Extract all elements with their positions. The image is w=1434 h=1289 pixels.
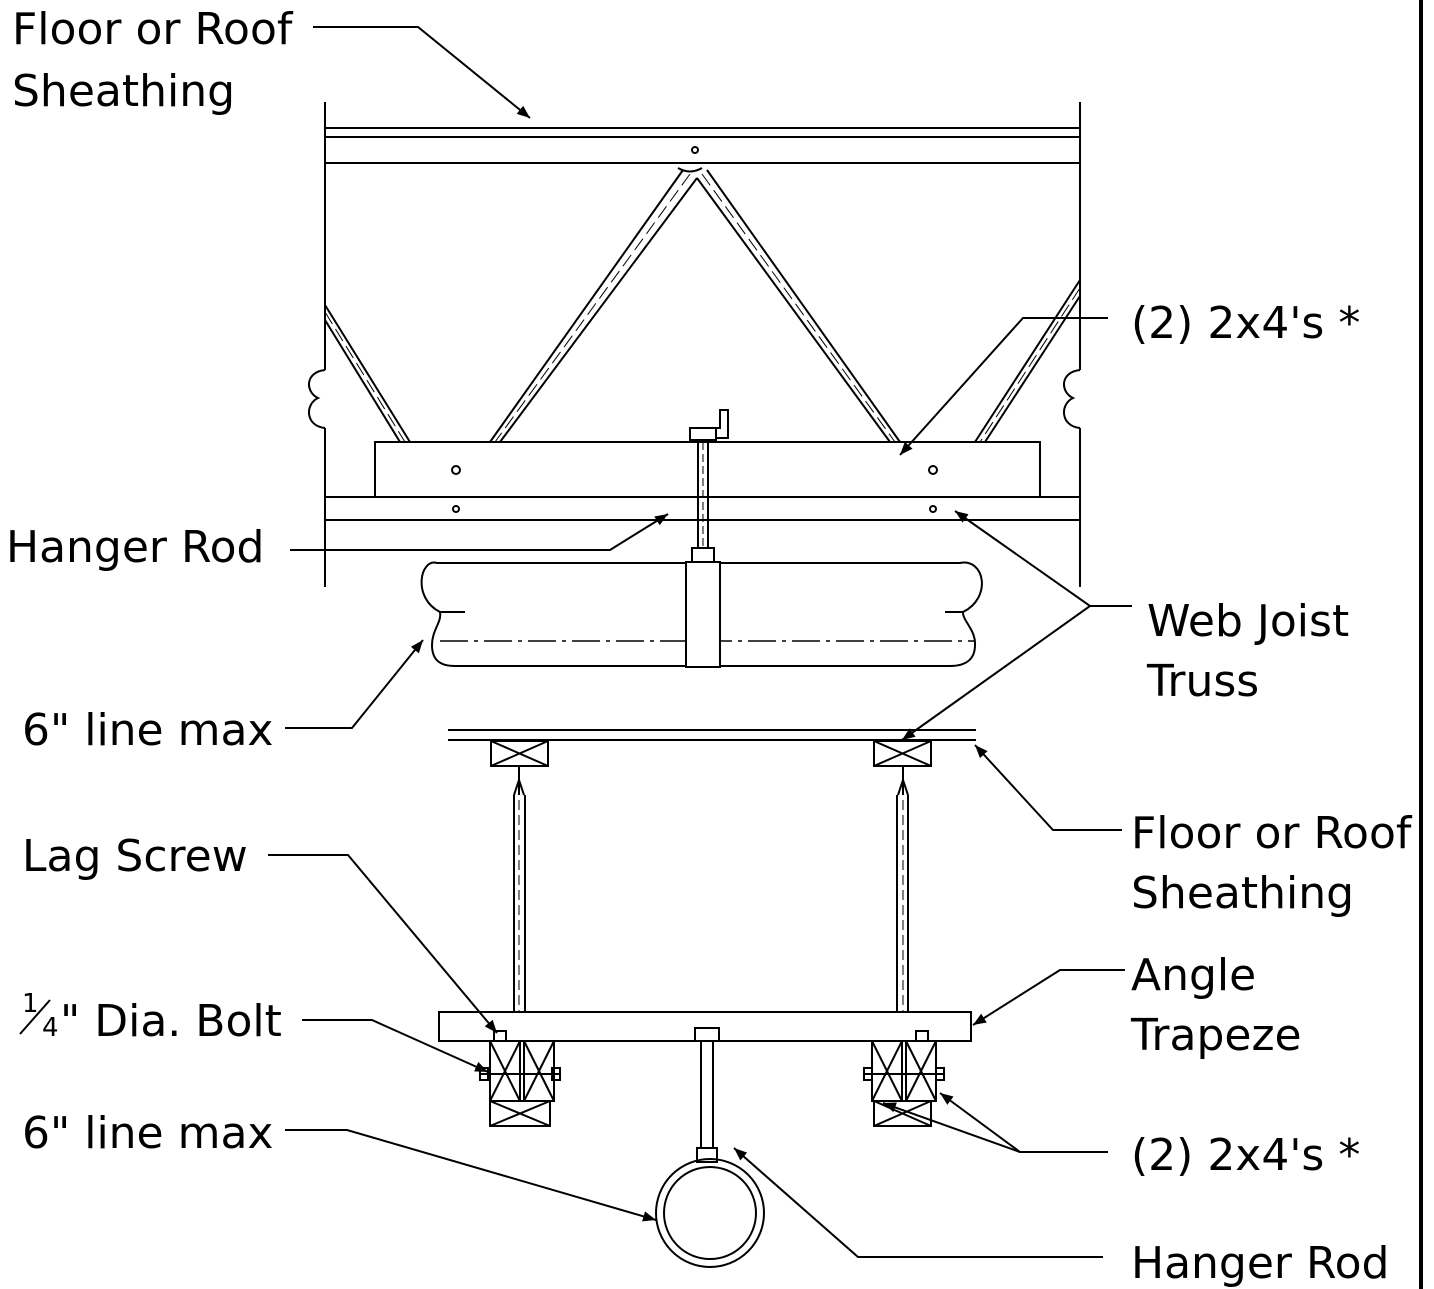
leader-bottom-2x4-a <box>939 1092 1108 1153</box>
label-top-line-max: 6" line max <box>22 705 273 756</box>
label-bolt-fraction-slash <box>19 999 51 1035</box>
leader-top-line-max <box>285 639 424 729</box>
label-bottom-sheathing-line1: Floor or Roof <box>1131 808 1413 859</box>
trapeze-section-view <box>438 729 976 1268</box>
label-bottom-line-max: 6" line max <box>22 1108 273 1159</box>
leader-bottom-2x4-b <box>882 1102 1021 1153</box>
label-top-2x4: (2) 2x4's * <box>1131 298 1360 349</box>
label-bottom-sheathing-line2: Sheathing <box>1131 868 1354 919</box>
label-bolt: " Dia. Bolt <box>60 996 282 1047</box>
leader-bottom-line-max <box>285 1129 657 1222</box>
labels: Floor or Roof Sheathing (2) 2x4's * Hang… <box>6 4 1413 1289</box>
leader-lag-screw <box>268 854 498 1034</box>
truss-top-view <box>308 102 1081 668</box>
label-bottom-hanger-rod: Hanger Rod <box>1131 1238 1389 1289</box>
label-web-joist-line2: Truss <box>1146 656 1259 707</box>
label-angle-trapeze-line1: Angle <box>1131 950 1256 1001</box>
leader-bolt <box>302 1019 489 1073</box>
label-angle-trapeze-line2: Trapeze <box>1130 1010 1302 1061</box>
leader-top-hanger-rod <box>290 513 669 551</box>
leader-bottom-hanger-rod <box>733 1147 1103 1258</box>
leader-top-2x4 <box>899 317 1108 456</box>
label-top-sheathing-line1: Floor or Roof <box>12 4 294 55</box>
label-top-hanger-rod: Hanger Rod <box>6 522 264 573</box>
label-lag-screw: Lag Screw <box>22 831 248 882</box>
label-bolt-fraction-numerator: 1 <box>22 989 39 1019</box>
leader-bottom-sheathing <box>974 744 1122 831</box>
leader-top-sheathing <box>313 26 531 119</box>
label-bottom-2x4: (2) 2x4's * <box>1131 1130 1360 1181</box>
leader-lines <box>268 26 1132 1258</box>
leader-web-joist-bottom <box>901 605 1091 741</box>
label-web-joist-line1: Web Joist <box>1147 596 1349 647</box>
label-bolt-fraction-denominator: 4 <box>42 1013 59 1043</box>
label-top-sheathing-line2: Sheathing <box>12 66 235 117</box>
leader-angle-trapeze <box>972 969 1125 1026</box>
